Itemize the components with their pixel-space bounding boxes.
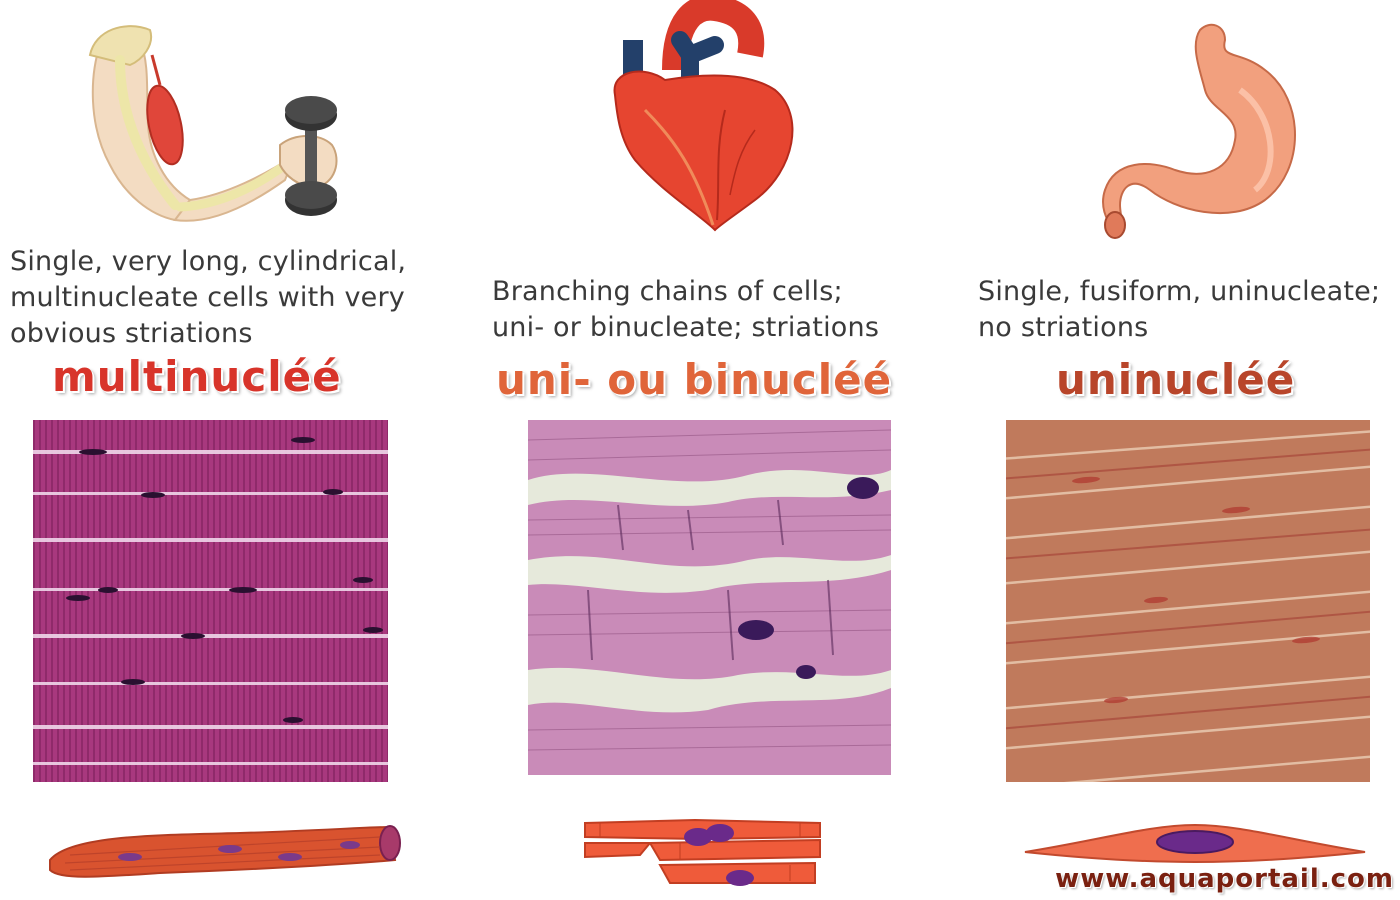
cardiac-muscle-micrograph (528, 420, 891, 775)
cardiac-description: Branching chains of cells; uni- or binuc… (492, 274, 879, 346)
skeletal-description: Single, very long, cylindrical, multinuc… (10, 244, 406, 352)
description-line: Single, very long, cylindrical, (10, 246, 407, 277)
description-line: Single, fusiform, uninucleate; (978, 276, 1381, 307)
description-line: multinucleate cells with very (10, 282, 405, 313)
skeletal-french-label: multinucléé (52, 352, 342, 401)
cardiac-french-label: uni- ou binucléé (496, 355, 893, 404)
description-line: obvious striations (10, 318, 253, 349)
heart-icon (613, 0, 794, 232)
column-skeletal: Single, very long, cylindrical, multinuc… (0, 0, 440, 900)
smooth-description: Single, fusiform, uninucleate; no striat… (978, 274, 1380, 346)
watermark: www.aquaportail.com (1055, 864, 1394, 894)
arm-with-dumbbell-icon (88, 25, 338, 222)
column-cardiac: Branching chains of cells; uni- or binuc… (470, 0, 940, 900)
cardiac-cells-icon (584, 818, 821, 886)
description-line: no striations (978, 312, 1149, 343)
smooth-muscle-micrograph (1006, 420, 1370, 782)
stomach-icon (1102, 23, 1296, 239)
smooth-french-label: uninucléé (1056, 355, 1296, 404)
skeletal-muscle-micrograph (33, 420, 388, 782)
description-line: uni- or binucleate; striations (492, 312, 880, 343)
description-line: Branching chains of cells; (492, 276, 843, 307)
smooth-muscle-cell-icon (1024, 823, 1366, 864)
skeletal-fiber-icon (49, 825, 401, 878)
column-smooth: Single, fusiform, uninucleate; no striat… (960, 0, 1400, 900)
